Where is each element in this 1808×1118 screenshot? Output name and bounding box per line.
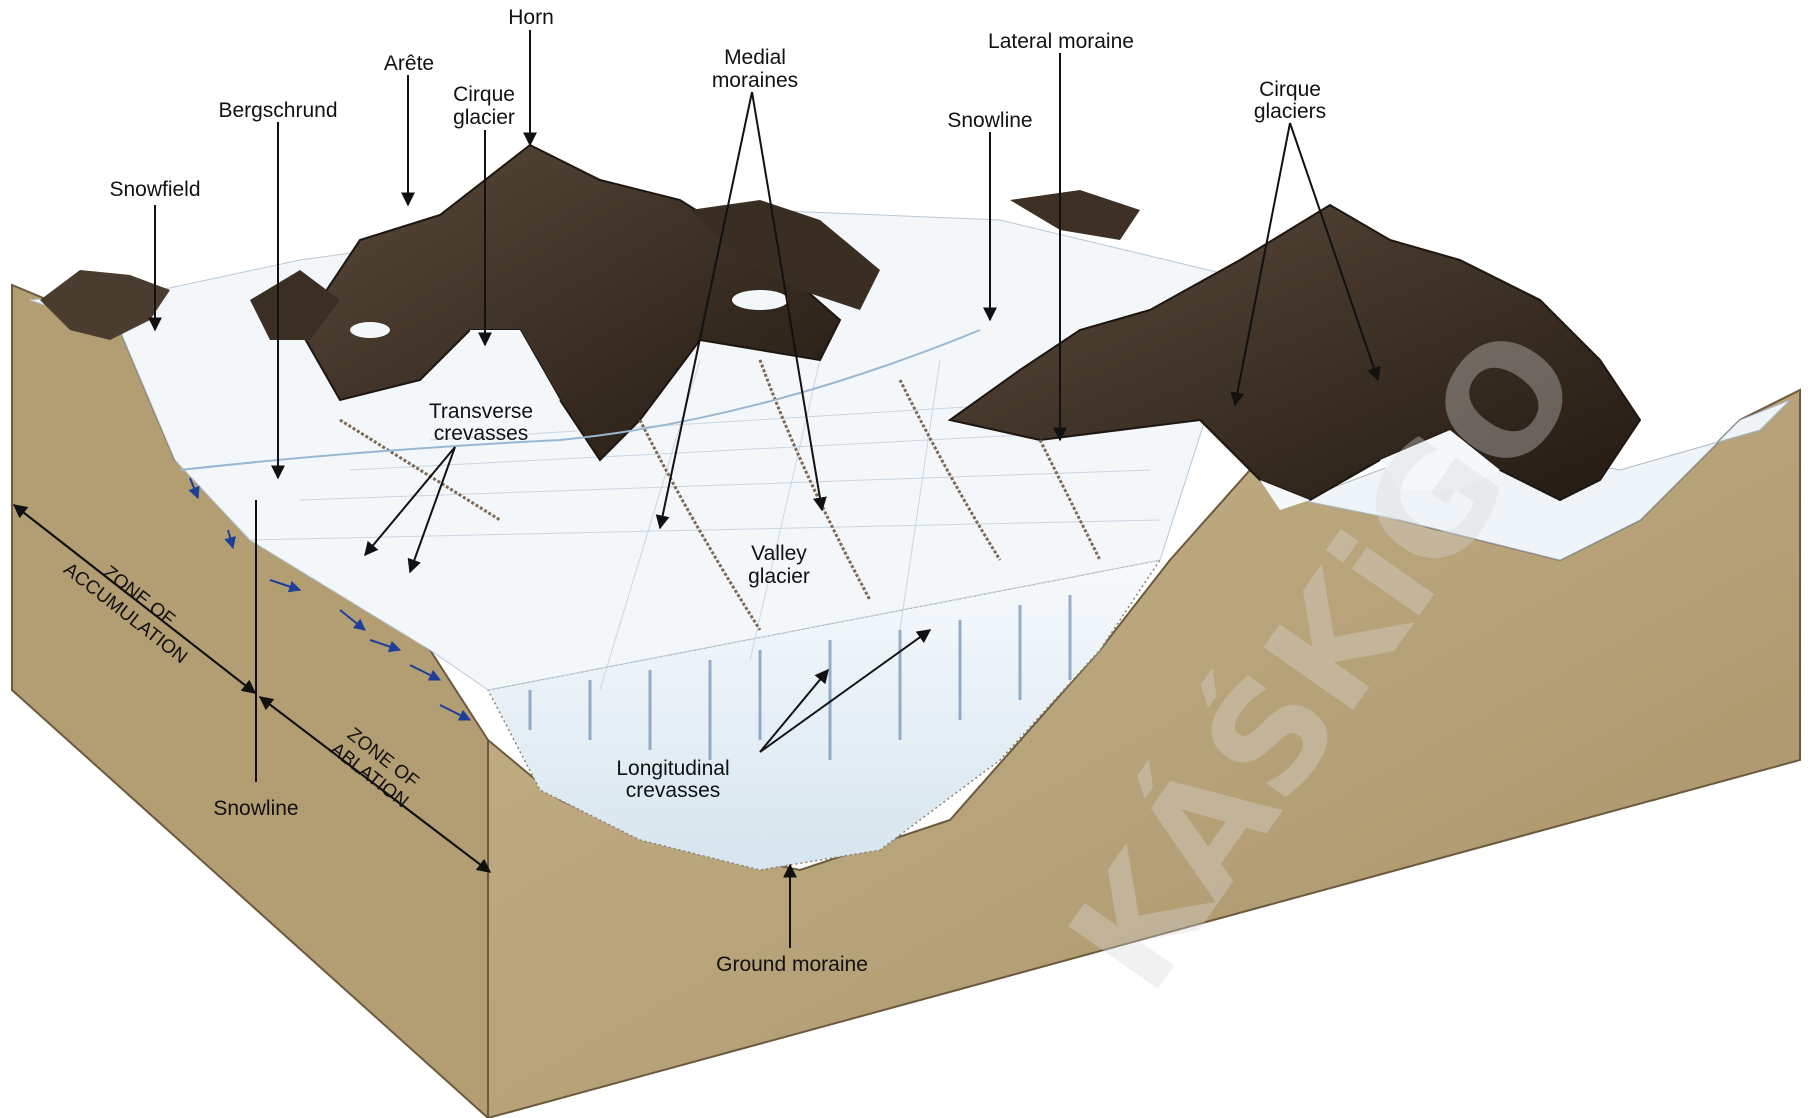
label-bergschrund: Bergschrund xyxy=(218,99,337,122)
label-snowline-top: Snowline xyxy=(947,109,1032,132)
label-snowline-bottom: Snowline xyxy=(213,797,298,820)
label-valley-glacier-line1: Valley xyxy=(751,542,807,565)
label-transverse-crevasses-line1: Transverse xyxy=(429,400,533,423)
label-cirque-glacier-line1: Cirque xyxy=(453,83,515,106)
label-longitudinal-crevasses-line1: Longitudinal xyxy=(616,757,729,780)
label-medial-moraines-line2: moraines xyxy=(712,69,798,92)
label-snowfield: Snowfield xyxy=(109,178,200,201)
label-longitudinal-crevasses-line2: crevasses xyxy=(626,779,721,802)
label-lateral-moraine: Lateral moraine xyxy=(988,30,1134,53)
label-horn: Horn xyxy=(508,6,554,29)
label-cirque-glacier-line2: glacier xyxy=(453,106,515,129)
label-cirque-glaciers-line2: glaciers xyxy=(1254,100,1326,123)
label-cirque-glaciers-line1: Cirque xyxy=(1259,78,1321,101)
label-arete: Arête xyxy=(384,52,434,75)
label-transverse-crevasses-line2: crevasses xyxy=(434,422,529,445)
label-medial-moraines-line1: Medial xyxy=(724,46,786,69)
label-ground-moraine: Ground moraine xyxy=(716,953,868,976)
label-valley-glacier-line2: glacier xyxy=(748,565,810,588)
